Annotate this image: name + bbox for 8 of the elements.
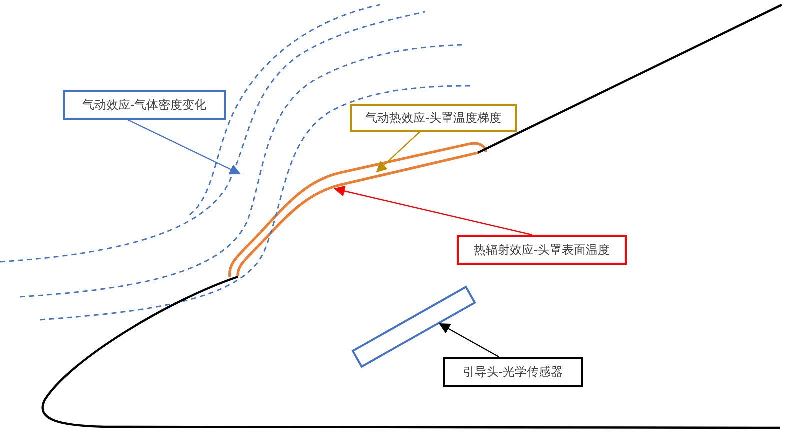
leader-arrow (128, 119, 241, 175)
callout-box: 热辐射效应-头罩表面温度 (457, 235, 627, 265)
leader-arrow (439, 323, 500, 358)
sensor-bar (352, 286, 476, 368)
callout-box: 气动热效应-头罩温度梯度 (350, 104, 517, 132)
leader-arrow (376, 132, 420, 173)
leader-arrow (334, 186, 532, 236)
callout-box: 引导头-光学传感器 (443, 357, 583, 387)
